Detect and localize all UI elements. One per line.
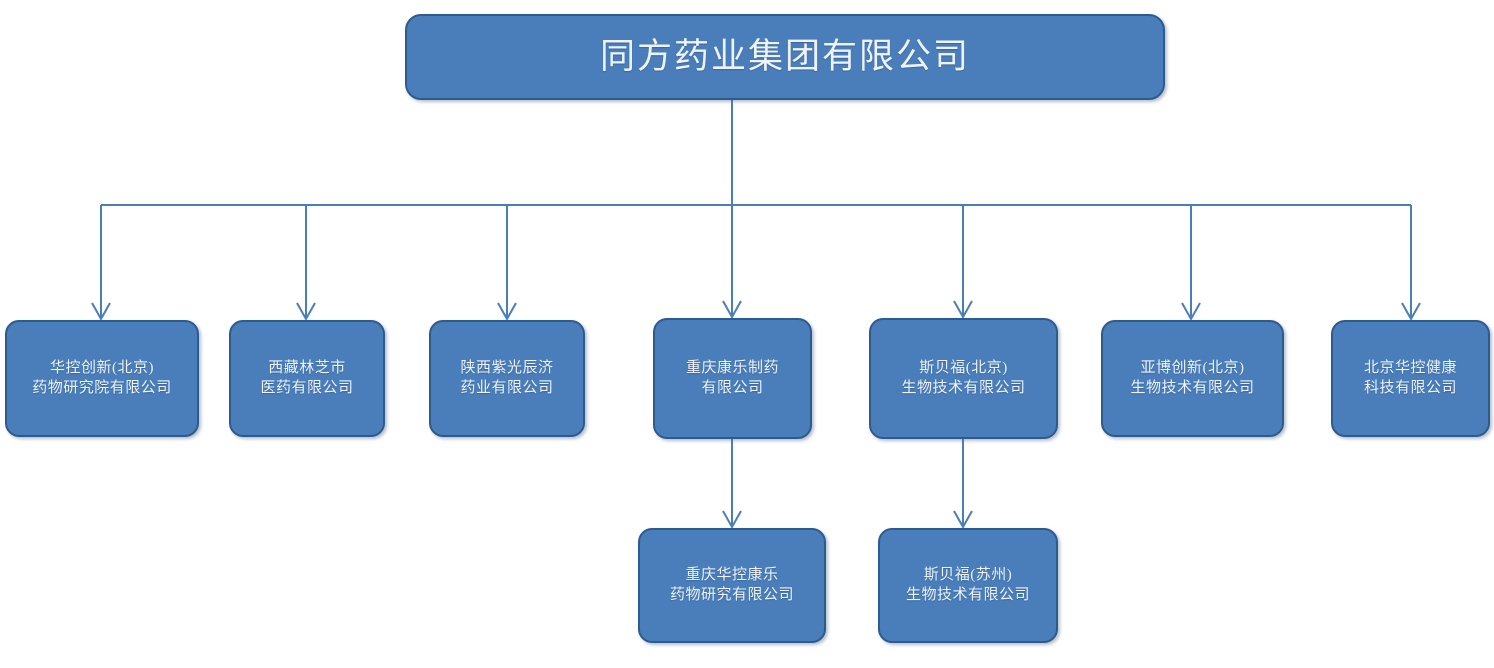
arrow-head-n7 — [1401, 302, 1421, 322]
arrow-head-n4 — [722, 300, 742, 320]
org-node-n3[interactable]: 陕西紫光辰济 药业有限公司 — [429, 320, 585, 437]
org-node-n5a-label: 斯贝福(苏州) 生物技术有限公司 — [905, 566, 1030, 603]
org-node-n2-label: 西藏林芝市 医药有限公司 — [260, 359, 354, 396]
arrow-head-n2 — [296, 302, 316, 322]
org-node-n1[interactable]: 华控创新(北京) 药物研究院有限公司 — [5, 320, 199, 437]
org-node-n6-label: 亚博创新(北京) 生物技术有限公司 — [1130, 359, 1255, 396]
org-node-n4a-label: 重庆华控康乐 药物研究有限公司 — [669, 566, 794, 603]
arrow-head-n5 — [953, 300, 973, 320]
org-node-n1-label: 华控创新(北京) 药物研究院有限公司 — [32, 359, 172, 396]
org-node-n5a[interactable]: 斯贝福(苏州) 生物技术有限公司 — [878, 528, 1058, 643]
arrow-head-n4a — [722, 510, 742, 530]
org-node-n7-label: 北京华控健康 科技有限公司 — [1363, 359, 1457, 396]
org-node-n2[interactable]: 西藏林芝市 医药有限公司 — [229, 320, 385, 437]
org-node-n4[interactable]: 重庆康乐制药 有限公司 — [653, 318, 812, 439]
org-node-n3-label: 陕西紫光辰济 药业有限公司 — [460, 359, 554, 396]
arrow-head-n1 — [91, 302, 111, 322]
org-node-root[interactable]: 同方药业集团有限公司 — [405, 14, 1165, 100]
org-node-n4a[interactable]: 重庆华控康乐 药物研究有限公司 — [638, 528, 826, 643]
org-node-n5[interactable]: 斯贝福(北京) 生物技术有限公司 — [869, 318, 1058, 439]
org-node-n7[interactable]: 北京华控健康 科技有限公司 — [1331, 320, 1490, 437]
org-node-n4-label: 重庆康乐制药 有限公司 — [685, 359, 779, 396]
arrow-head-n6 — [1181, 302, 1201, 322]
org-node-n6[interactable]: 亚博创新(北京) 生物技术有限公司 — [1101, 320, 1284, 437]
org-node-n5-label: 斯贝福(北京) 生物技术有限公司 — [901, 359, 1026, 396]
org-node-root-label: 同方药业集团有限公司 — [599, 36, 970, 76]
arrow-head-n5a — [953, 510, 973, 530]
arrow-head-n3 — [497, 302, 517, 322]
